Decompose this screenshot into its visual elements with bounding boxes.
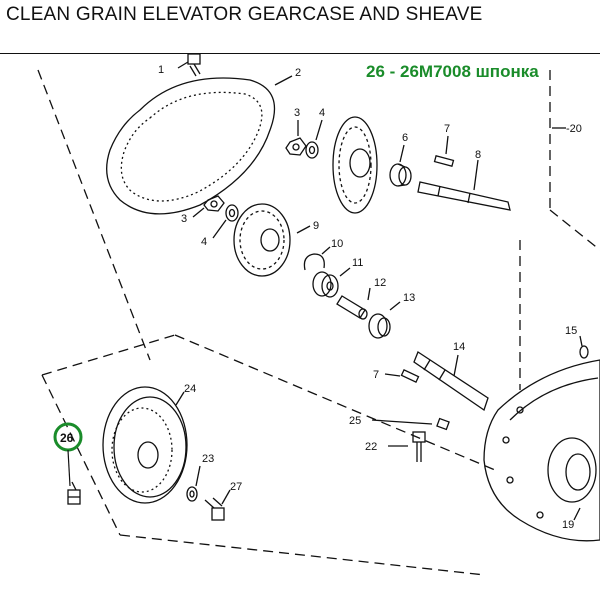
part-4-washer-upper bbox=[305, 119, 323, 159]
title-divider bbox=[0, 53, 600, 54]
part-26-key bbox=[67, 481, 81, 505]
callout-12: 12 bbox=[374, 277, 386, 289]
callout-20: -20 bbox=[566, 123, 582, 135]
callout-15: 15 bbox=[565, 325, 577, 337]
part-24-sheave bbox=[102, 386, 188, 504]
callout-26-highlighted: 26 bbox=[60, 431, 74, 445]
callout-25: 25 bbox=[349, 415, 361, 427]
phantom-lines bbox=[37, 69, 600, 576]
callout-24: 24 bbox=[184, 383, 196, 395]
part-1-bolt bbox=[177, 53, 201, 77]
callout-22: 22 bbox=[365, 441, 377, 453]
part-15-o-ring bbox=[579, 335, 589, 359]
part-3-nut-lower bbox=[192, 195, 225, 218]
callout-23: 23 bbox=[202, 453, 214, 465]
part-23-washer bbox=[186, 465, 201, 502]
callout-27: 27 bbox=[230, 481, 242, 493]
part-7-key-upper bbox=[433, 135, 455, 168]
callout-3-upper: 3 bbox=[294, 107, 300, 119]
part-12-spacer bbox=[336, 287, 371, 320]
callout-7-upper: 7 bbox=[444, 123, 450, 135]
callout-6: 6 bbox=[402, 132, 408, 144]
callout-8: 8 bbox=[475, 149, 481, 161]
callout-10: 10 bbox=[331, 238, 343, 250]
part-14-shaft bbox=[413, 351, 489, 412]
callout-13: 13 bbox=[403, 292, 415, 304]
part-8-shaft bbox=[417, 159, 511, 211]
callout-19: 19 bbox=[562, 519, 574, 531]
callout-3-lower: 3 bbox=[181, 213, 187, 225]
part-22-bolt bbox=[388, 431, 426, 462]
part-11-bearing bbox=[312, 267, 351, 298]
callout-4-lower: 4 bbox=[201, 236, 207, 248]
leader-26 bbox=[67, 449, 71, 487]
part-27-bolt bbox=[204, 489, 231, 521]
diagram-title: CLEAN GRAIN ELEVATOR GEARCASE AND SHEAVE bbox=[6, 4, 483, 25]
part-25-pin bbox=[371, 417, 450, 431]
callout-1: 1 bbox=[158, 64, 164, 76]
part-4-washer-lower bbox=[212, 204, 239, 239]
callout-14: 14 bbox=[453, 341, 465, 353]
part-note: 26 - 26M7008 шпонка bbox=[366, 62, 539, 81]
callout-9: 9 bbox=[313, 220, 319, 232]
part-7-key-lower bbox=[384, 369, 420, 383]
part-10-snap-ring bbox=[303, 246, 331, 271]
gear-upper bbox=[332, 116, 378, 214]
part-9-gear bbox=[233, 203, 311, 277]
part-6-bearing bbox=[389, 144, 412, 187]
part-3-nut-upper bbox=[285, 120, 307, 156]
callout-2: 2 bbox=[295, 67, 301, 79]
part-19-gearcase bbox=[483, 359, 600, 542]
callout-11: 11 bbox=[352, 257, 363, 269]
callout-4-upper: 4 bbox=[319, 107, 325, 119]
callout-7-lower: 7 bbox=[373, 369, 379, 381]
part-2-gasket bbox=[106, 75, 293, 215]
part-13-bearing bbox=[368, 301, 401, 339]
